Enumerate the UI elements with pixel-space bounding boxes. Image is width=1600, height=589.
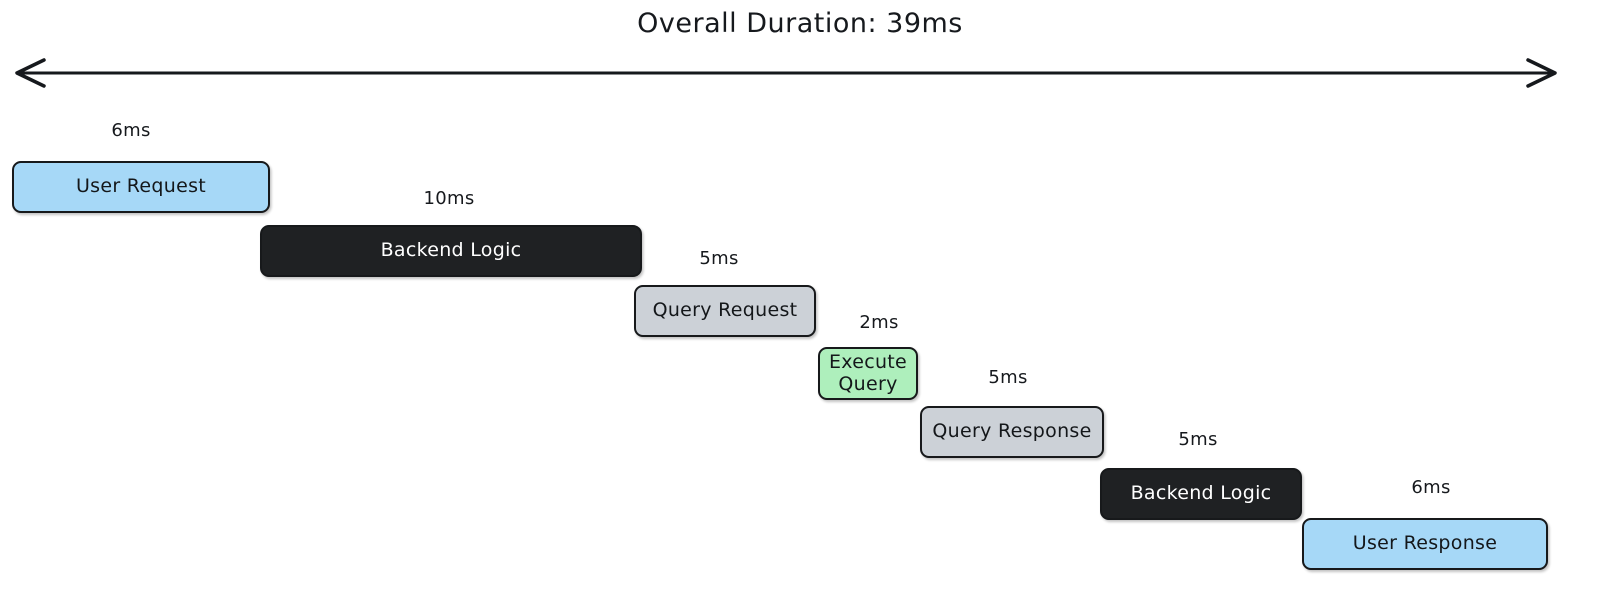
diagram-title: Overall Duration: 39ms [637, 8, 963, 39]
duration-label-user-request: 6ms [111, 120, 151, 141]
overall-duration-axis [15, 58, 1557, 88]
step-bar-user-response[interactable]: User Response [1302, 518, 1548, 570]
axis-arrow-left-icon [15, 58, 46, 88]
step-label-query-response: Query Response [932, 420, 1092, 443]
step-label-backend-logic-1: Backend Logic [380, 239, 522, 262]
step-bar-query-request[interactable]: Query Request [634, 285, 816, 337]
duration-label-backend-logic-2: 5ms [1178, 429, 1218, 450]
step-bar-backend-logic-1[interactable]: Backend Logic [260, 225, 642, 277]
step-label-user-response: User Response [1352, 532, 1498, 555]
duration-label-backend-logic-1: 10ms [423, 188, 475, 209]
duration-label-query-request: 5ms [699, 248, 739, 269]
duration-label-user-response: 6ms [1411, 477, 1451, 498]
step-bar-backend-logic-2[interactable]: Backend Logic [1100, 468, 1302, 520]
axis-arrow-right-icon [1526, 58, 1557, 88]
step-label-backend-logic-2: Backend Logic [1130, 482, 1272, 505]
step-label-execute-query: Execute Query [828, 351, 908, 395]
duration-label-query-response: 5ms [988, 367, 1028, 388]
step-label-query-request: Query Request [652, 299, 798, 322]
step-label-user-request: User Request [75, 175, 207, 198]
duration-label-execute-query: 2ms [859, 312, 899, 333]
step-bar-query-response[interactable]: Query Response [920, 406, 1104, 458]
step-bar-user-request[interactable]: User Request [12, 161, 270, 213]
step-bar-execute-query[interactable]: Execute Query [818, 347, 918, 400]
